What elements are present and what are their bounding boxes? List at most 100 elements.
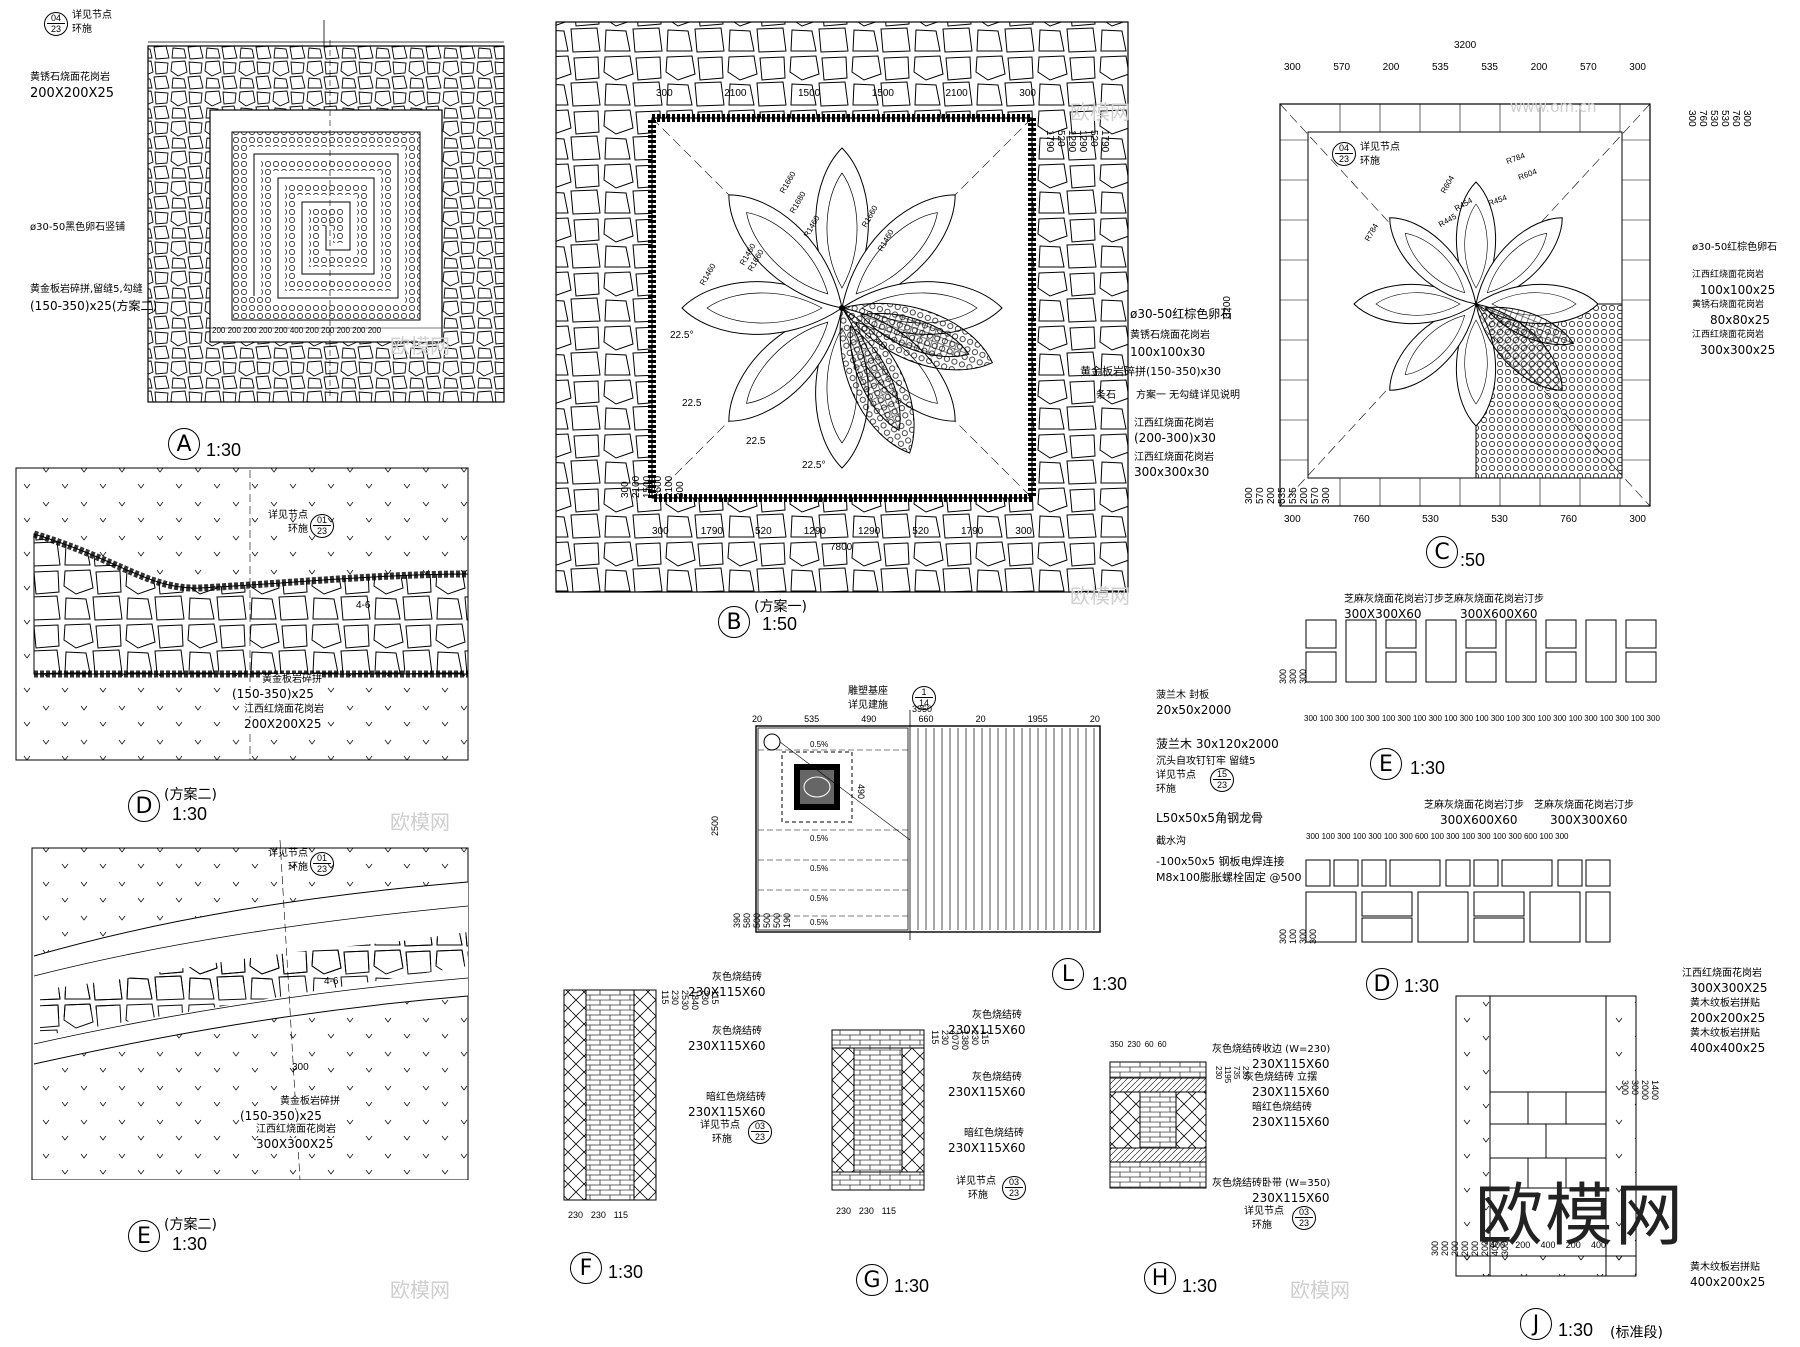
panel-b-label-6: 方案一 无勾缝 bbox=[1136, 390, 1200, 401]
panel-b-title: B bbox=[718, 606, 750, 638]
panel-c-label-2: 江西红烧面花岗岩 bbox=[1692, 270, 1765, 280]
panel-b-label-1: ø30-50红棕色卵石 bbox=[1130, 307, 1233, 321]
panel-d-steps-label-4: 300X300X60 bbox=[1550, 813, 1628, 827]
panel-a-note-2: 环施 bbox=[72, 24, 92, 35]
panel-c-note-1: 详见节点 bbox=[1360, 142, 1400, 153]
panel-d-steps-drawing bbox=[1305, 859, 1611, 943]
panel-g-label-6: 230X115X60 bbox=[948, 1141, 1026, 1155]
panel-e-label-3: 江西红烧面花岗岩 bbox=[256, 1124, 336, 1136]
panel-d-label-3: 江西红烧面花岗岩 bbox=[244, 704, 324, 716]
panel-e-label-4: 300X300X25 bbox=[256, 1137, 334, 1152]
panel-l-label-7: L50x50x5角钢龙骨 bbox=[1156, 811, 1264, 825]
panel-h-label-4: 230X115X60 bbox=[1252, 1085, 1330, 1099]
panel-g-drawing bbox=[831, 1029, 925, 1191]
panel-d-slope: 4-6 bbox=[356, 600, 371, 611]
panel-c-title: C bbox=[1426, 536, 1458, 568]
panel-l-slope-2: 0.5% bbox=[810, 834, 829, 843]
panel-f-label-4: 230X115X60 bbox=[688, 1039, 766, 1053]
panel-l-title-label-1: 雕塑基座 bbox=[848, 686, 888, 697]
panel-c-label-5: 80x80x25 bbox=[1710, 313, 1771, 327]
panel-l-slope-1: 0.5% bbox=[810, 740, 829, 749]
panel-d-scale: 1:30 bbox=[172, 804, 208, 824]
panel-d-steps-dims-top: 300 100 300 100 300 100 300 600 100 300 … bbox=[1306, 832, 1569, 841]
panel-h-label-10: 环施 bbox=[1252, 1220, 1272, 1231]
panel-g-label-7: 详见节点 bbox=[956, 1176, 996, 1187]
panel-j-label-3: 黄木纹板岩拼贴 bbox=[1690, 998, 1760, 1009]
panel-c-drawing bbox=[1279, 103, 1651, 507]
panel-l-slope-4: 0.5% bbox=[810, 894, 829, 903]
panel-l-label-9: -100x50x5 钢板电焊连接 bbox=[1156, 855, 1285, 868]
panel-d-subtitle: (方案二) bbox=[164, 787, 217, 803]
panel-d-label-1: 黄金板岩碎拼 bbox=[262, 674, 322, 686]
panel-c-label-1: ø30-50红棕色卵石 bbox=[1692, 242, 1778, 253]
panel-g-label-1: 灰色烧结砖 bbox=[972, 1010, 1022, 1021]
panel-f-label-5: 暗红色烧结砖 bbox=[706, 1092, 766, 1103]
panel-g-label-4: 230X115X60 bbox=[948, 1085, 1026, 1099]
panel-j-scale: 1:30 bbox=[1558, 1320, 1594, 1340]
watermark-3: 欧模网 bbox=[390, 334, 450, 358]
panel-l-label-5: 详见节点 bbox=[1156, 770, 1196, 781]
panel-e-dim-1: 300 bbox=[292, 1062, 309, 1073]
panel-h-drawing bbox=[1109, 1061, 1207, 1189]
panel-b-angle-2: 22.5 bbox=[682, 398, 702, 409]
watermark-4: 欧模网 bbox=[1070, 584, 1130, 608]
panel-d-label-4: 200X200X25 bbox=[244, 717, 322, 732]
panel-d-steps-label-1: 芝麻灰烧面花岗岩汀步 bbox=[1424, 800, 1524, 811]
panel-b-flower bbox=[681, 147, 1003, 469]
panel-f-label-1: 灰色烧结砖 bbox=[712, 972, 762, 983]
panel-d-steps-title: D bbox=[1366, 968, 1398, 1000]
panel-d-steps-label-3: 芝麻灰烧面花岗岩汀步 bbox=[1534, 800, 1634, 811]
panel-j-subtitle: (标准段) bbox=[1610, 1325, 1663, 1341]
panel-h-title: H bbox=[1144, 1262, 1176, 1294]
panel-l-label-4: 沉头自攻钉钉牢 留缝5 bbox=[1156, 756, 1256, 767]
panel-b-label-9: (200-300)x30 bbox=[1134, 431, 1216, 445]
panel-d-title: D bbox=[128, 790, 160, 822]
panel-d-drawing bbox=[15, 467, 469, 761]
panel-a-note-1: 详见节点 bbox=[72, 10, 112, 21]
panel-g-scale: 1:30 bbox=[894, 1276, 930, 1296]
panel-f-label-2: 230X115X60 bbox=[688, 985, 766, 999]
panel-f-label-3: 灰色烧结砖 bbox=[712, 1026, 762, 1037]
panel-b-label-4: 黄金板岩碎拼(150-350)x30 bbox=[1080, 365, 1222, 378]
panel-e-steps-dims-bottom: 300 100 300 100 300 100 300 100 300 100 … bbox=[1304, 714, 1660, 723]
panel-l-dim-top-total: 3950 bbox=[912, 704, 933, 714]
panel-b-label-10: 江西红烧面花岗岩 bbox=[1134, 452, 1214, 463]
panel-l-label-8: 截水沟 bbox=[1156, 836, 1186, 847]
panel-e-steps-label-3: 芝麻灰烧面花岗岩汀步 bbox=[1444, 594, 1544, 605]
panel-e-scale: 1:30 bbox=[172, 1234, 208, 1254]
panel-l-label-2: 20x50x2000 bbox=[1156, 703, 1232, 717]
panel-a-label-1: 黄锈石烧面花岗岩 bbox=[30, 72, 110, 83]
panel-b-scale: 1:50 bbox=[762, 614, 798, 634]
panel-b-label-11: 300x300x30 bbox=[1134, 465, 1210, 479]
panel-l-inner-dim: 490 bbox=[856, 784, 866, 800]
panel-c-label-7: 300x300x25 bbox=[1700, 343, 1776, 357]
panel-h-label-8: 230X115X60 bbox=[1252, 1191, 1330, 1205]
panel-g-label-5: 暗红色烧结砖 bbox=[964, 1128, 1024, 1139]
panel-a-dims: 200 200 200 200 200 400 200 200 200 200 … bbox=[212, 326, 382, 335]
panel-g-title: G bbox=[856, 1264, 888, 1296]
panel-b-label-5: 条石 bbox=[1096, 390, 1116, 401]
panel-j-label-1: 江西红烧面花岗岩 bbox=[1682, 968, 1762, 979]
panel-c-label-3: 100x100x25 bbox=[1700, 283, 1776, 297]
